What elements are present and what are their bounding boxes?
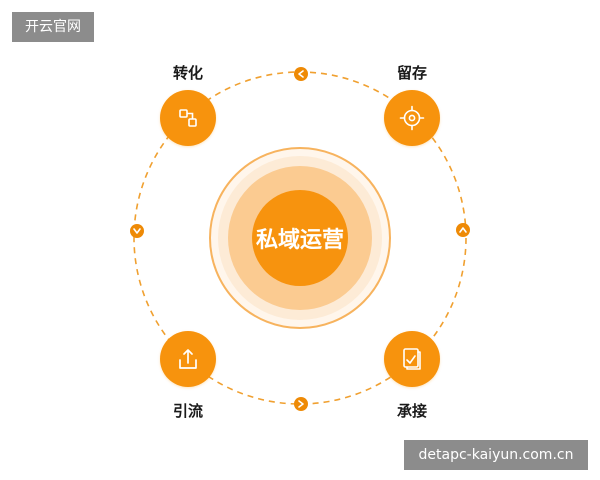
center-hub: 私域运营 — [209, 147, 391, 329]
node-label-retention: 留存 — [397, 64, 427, 82]
target-icon — [399, 105, 425, 131]
connector-right — [456, 223, 470, 237]
connector-top — [294, 67, 308, 81]
chevron-up-icon — [459, 227, 467, 233]
connector-left — [130, 224, 144, 238]
chevron-right-icon — [298, 400, 304, 408]
checklist-icon — [403, 348, 421, 370]
chevron-left-icon — [298, 70, 304, 78]
node-label-acquisition: 引流 — [173, 402, 203, 420]
connector-bottom — [294, 397, 308, 411]
node-onboarding: 承接 — [384, 331, 440, 420]
flow-icon — [179, 109, 197, 127]
hub-core — [252, 190, 348, 286]
node-retention: 留存 — [384, 64, 440, 146]
center-label: 私域运营 — [256, 227, 344, 253]
node-acquisition: 引流 — [160, 331, 216, 420]
watermark-top-left: 开云官网 — [12, 12, 94, 42]
node-label-conversion: 转化 — [173, 64, 203, 82]
upload-icon — [179, 349, 197, 369]
chevron-down-icon — [133, 228, 141, 234]
watermark-bottom-right: detapc-kaiyun.com.cn — [404, 440, 588, 470]
node-label-onboarding: 承接 — [397, 402, 427, 420]
node-conversion: 转化 — [160, 64, 216, 146]
